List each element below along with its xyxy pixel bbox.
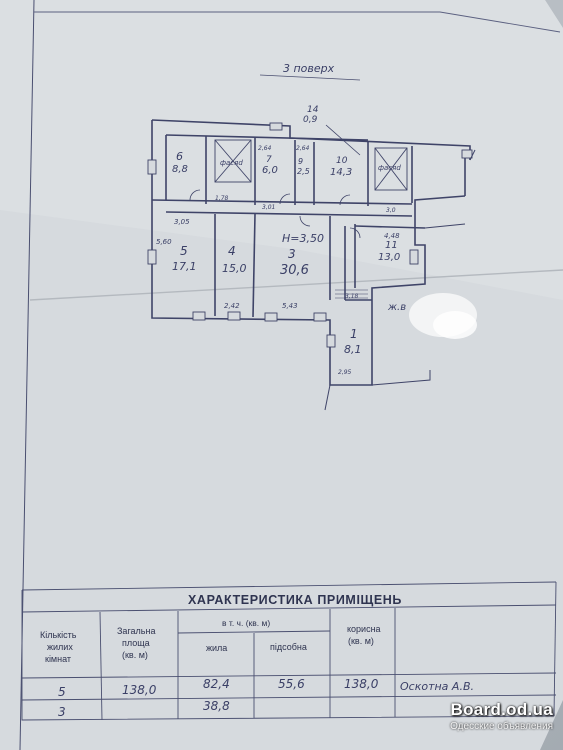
dim-label: 3,18 [345, 293, 359, 300]
plan-windows [147, 122, 473, 348]
shaft-label-1: фасяd [220, 159, 243, 167]
frame-top [34, 11, 561, 33]
dim-label: 5,60 [156, 238, 172, 246]
room-14-area: 0,9 [303, 115, 318, 125]
room-9-area: 2,5 [297, 167, 310, 176]
room-7-num: 7 [266, 155, 272, 165]
dim-label: 2,95 [338, 369, 352, 376]
col-living-header: жила [206, 643, 227, 653]
shaft-label-2: фасяd [378, 164, 401, 172]
plan-shafts [214, 139, 408, 191]
col-incl-header: в т. ч. (кв. м) [222, 618, 270, 628]
room-10-num: 10 [336, 156, 348, 166]
room-1-area: 8,1 [344, 343, 362, 356]
room-3-area: 30,6 [280, 263, 309, 278]
watermark-sub: Одесские объявления [450, 721, 553, 732]
row1-aux: 55,6 [278, 677, 305, 691]
room-6-num: 6 [176, 150, 183, 163]
room-5-num: 5 [180, 244, 188, 258]
room-3-num: 3 [288, 247, 296, 261]
room-4-num: 4 [228, 244, 236, 258]
room-14-num: 14 [307, 105, 319, 115]
col-useful-line1: корисна [347, 624, 381, 634]
dim-label: 2,64 [258, 145, 272, 152]
dim-label: 4,48 [384, 232, 400, 240]
col-useful-line2: (кв. м) [348, 636, 374, 646]
col-rooms-line2: жилих [47, 642, 73, 652]
row1-signature: Оскотна А.В. [400, 680, 474, 693]
dim-label: 2,64 [296, 145, 310, 152]
table-title: ХАРАКТЕРИСТИКА ПРИМІЩЕНЬ [188, 593, 402, 607]
floor-label-underline [259, 74, 361, 81]
cotton-smudge-core [433, 311, 477, 339]
dim-label: 1,78 [215, 195, 229, 202]
dim-label: 2,42 [224, 302, 240, 310]
dim-label: 5,43 [282, 302, 298, 310]
entrance-label: ж.в [387, 302, 406, 313]
room-labels: 6 8,8 7 6,0 10 14,3 9 2,5 5 17,1 4 15,0 … [156, 105, 406, 376]
room-7-area: 6,0 [262, 165, 278, 176]
paper-highlight [0, 0, 563, 300]
plan-stairs [335, 289, 368, 299]
characteristics-table: ХАРАКТЕРИСТИКА ПРИМІЩЕНЬ Кількість жилих… [40, 593, 474, 719]
col-total-line3: (кв. м) [122, 650, 148, 660]
plan-exits [324, 149, 476, 411]
col-aux-header: підсобна [270, 642, 307, 652]
room-14-leader [325, 124, 361, 156]
room-1-num: 1 [350, 327, 358, 341]
fold-crease [29, 269, 563, 301]
floor-label: 3 поверх [283, 62, 335, 75]
room-10-area: 14,3 [330, 167, 352, 178]
col-total-line1: Загальна [117, 626, 155, 636]
characteristics-table-grid [21, 581, 557, 721]
dim-label: 3,01 [262, 204, 275, 211]
room-11-num: 11 [385, 240, 398, 251]
row1-rooms: 5 [58, 685, 66, 699]
plan-walls [151, 119, 471, 386]
site-watermark: Board.od.ua Одесские объявления [450, 700, 553, 732]
row2-living: 38,8 [203, 699, 230, 713]
room-11-area: 13,0 [378, 252, 400, 263]
col-total-line2: площа [122, 638, 150, 648]
dim-label: 3,05 [174, 218, 190, 226]
dim-label: 3,0 [386, 207, 396, 214]
col-rooms-line3: кімнат [45, 654, 71, 664]
plan-doors [189, 189, 361, 239]
row2-rooms: 3 [58, 705, 66, 719]
room-5-area: 17,1 [172, 260, 197, 273]
row1-living: 82,4 [203, 677, 230, 691]
ceiling-height-label: Н=3,50 [282, 232, 324, 245]
room-6-area: 8,8 [172, 164, 188, 175]
room-9-num: 9 [298, 157, 303, 166]
col-rooms-line1: Кількість [40, 630, 77, 640]
room-4-area: 15,0 [222, 262, 247, 275]
row1-useful: 138,0 [344, 677, 379, 691]
watermark-main: Board.od.ua [450, 700, 553, 719]
row1-total: 138,0 [122, 683, 157, 697]
